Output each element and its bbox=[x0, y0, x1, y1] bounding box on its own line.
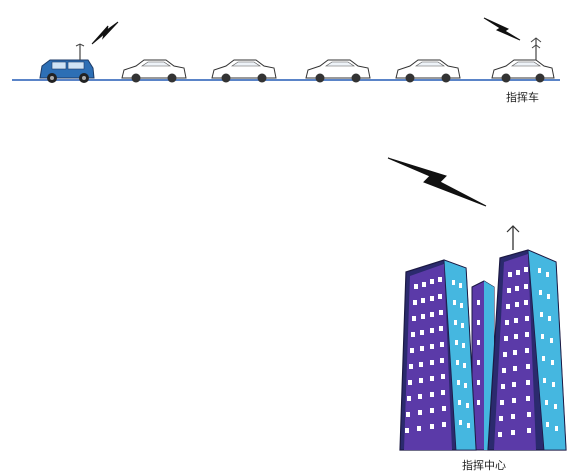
lead-suv-icon bbox=[39, 43, 95, 83]
lightning-icon-center bbox=[387, 157, 487, 207]
car-icon-2 bbox=[211, 59, 277, 83]
windows-right bbox=[498, 267, 558, 437]
car-icon-4 bbox=[395, 59, 461, 83]
command-vehicle-icon bbox=[491, 37, 555, 83]
command-center-building-icon bbox=[399, 225, 567, 451]
command-center-label: 指挥中心 bbox=[462, 459, 506, 472]
antenna-icon bbox=[75, 43, 85, 60]
windows-middle bbox=[477, 300, 480, 405]
lightning-icon-left bbox=[91, 21, 119, 45]
car-icon-1 bbox=[121, 59, 187, 83]
command-vehicle-label: 指挥车 bbox=[506, 91, 539, 104]
lightning-icon-right bbox=[483, 17, 521, 41]
windows-left bbox=[405, 277, 470, 433]
antenna-icon bbox=[530, 37, 542, 60]
car-icon-3 bbox=[305, 59, 371, 83]
